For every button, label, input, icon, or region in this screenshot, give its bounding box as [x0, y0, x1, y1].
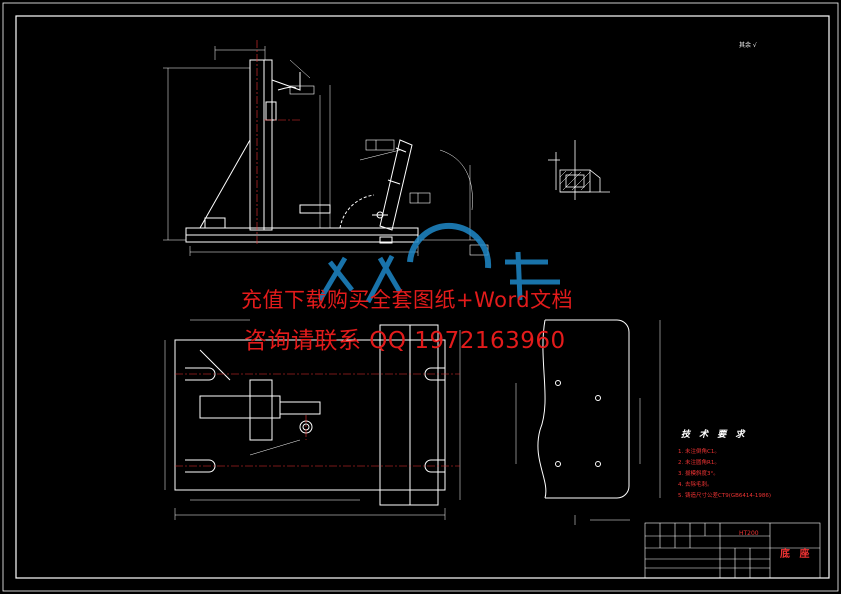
- title-block-material: HT200: [739, 530, 759, 537]
- side-view-dimensions: [515, 320, 661, 525]
- front-view: [185, 59, 419, 244]
- watermark-line-1: 充值下载购买全套图纸+Word文档: [241, 288, 574, 312]
- title-block-part-name: 底 座: [780, 549, 813, 560]
- section-detail: [548, 140, 610, 200]
- section-hatch: [559, 170, 591, 191]
- front-view-centerlines: [256, 40, 300, 245]
- tech-requirement-item: 2. 未注圆角R1。: [678, 460, 720, 466]
- top-view-dimensions: [164, 319, 461, 520]
- tech-requirements-title: 技 术 要 求: [681, 430, 748, 440]
- title-block: [644, 522, 821, 579]
- tech-requirement-item: 5. 铸造尺寸公差CT9(GB6414-1986): [678, 493, 772, 499]
- tech-requirements-list: 1. 未注倒角C1。 2. 未注圆角R1。 3. 拔模斜度3°。 4. 去除毛刺…: [678, 447, 771, 502]
- surface-roughness-note: 其余 √: [739, 42, 757, 49]
- watermark-logo-glyphs: [317, 251, 560, 304]
- top-view: [174, 324, 446, 506]
- side-view: [537, 319, 630, 499]
- watermark-logo: [407, 222, 492, 269]
- top-view-centerlines: [175, 373, 460, 467]
- tech-requirement-item: 1. 未注倒角C1。: [678, 449, 720, 455]
- tech-requirement-item: 3. 拔模斜度3°。: [678, 471, 719, 477]
- front-view-dimensions: [163, 46, 480, 256]
- tech-requirement-item: 4. 去除毛刺。: [678, 482, 713, 488]
- watermark-line-2: 咨询请联系 QQ 1972163960: [244, 328, 566, 354]
